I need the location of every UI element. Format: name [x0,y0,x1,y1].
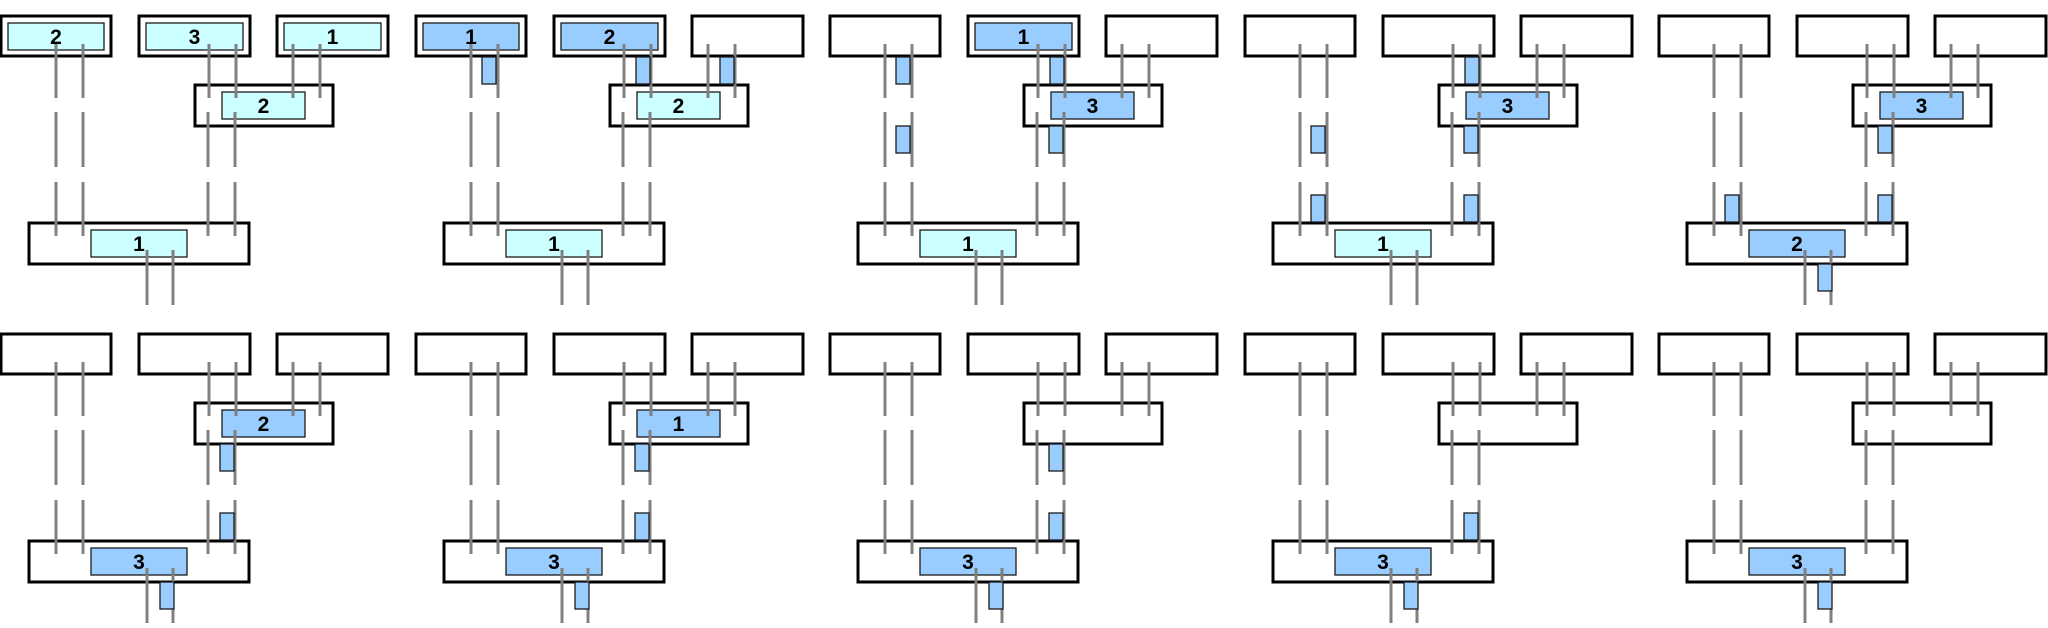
source-c-box [690,332,805,376]
flit-block [895,125,911,154]
source-c-box [690,14,805,58]
source-b-box [1381,14,1496,58]
packet-id-label: 3 [548,551,560,574]
packet-slot [1748,229,1846,258]
packet-id-label: 1 [673,413,685,436]
packet-slot [919,229,1017,258]
flit-block [634,443,650,472]
source-b-box [1795,14,1910,58]
source-b-box [966,332,1081,376]
flit-block [574,581,590,610]
flit-block [159,581,175,610]
flit-block [1463,194,1479,223]
source-b-box [1381,332,1496,376]
source-c-box [1933,332,2048,376]
flit-block [1048,443,1064,472]
packet-slot [145,22,244,51]
source-c-box [275,332,390,376]
snapshot-panel: 3 [1243,332,1634,623]
flit-block [1817,263,1833,292]
packet-slot [90,547,188,576]
router-mid-box [1022,401,1164,446]
source-c-box [1104,14,1219,58]
flit-block [1048,125,1064,154]
snapshot-panel: 31 [1243,14,1634,305]
packet-id-label: 3 [189,26,201,49]
packet-id-label: 3 [1377,551,1389,574]
packet-id-label: 2 [604,26,616,49]
packet-slot [1050,91,1135,120]
packet-id-label: 1 [548,233,560,256]
source-c-box [1104,332,1219,376]
router-mid-box [1437,401,1579,446]
packet-slot [283,22,382,51]
snapshot-panel: 3 [828,332,1219,623]
source-b-box [137,332,252,376]
flit-block [219,443,235,472]
source-b-box [1795,332,1910,376]
flit-block [1049,56,1065,85]
packet-slot [1334,547,1432,576]
packet-id-label: 2 [258,95,270,118]
snapshot-panel: 23 [0,332,390,623]
source-b-box [552,332,667,376]
source-c-box [1933,14,2048,58]
packet-id-label: 3 [1916,95,1928,118]
snapshot-panel: 2 3 1 2 1 [0,14,390,305]
packet-slot [1334,229,1432,258]
packet-slot [919,547,1017,576]
packet-slot [505,229,603,258]
packet-id-label: 2 [1791,233,1803,256]
flit-block [1724,194,1740,223]
packet-id-label: 3 [1502,95,1514,118]
flit-block [1877,125,1893,154]
flit-block [481,56,497,85]
packet-id-label: 1 [133,233,145,256]
source-a-box [828,332,942,376]
packet-id-label: 1 [465,26,477,49]
packet-id-label: 3 [133,551,145,574]
flit-block [635,56,651,85]
router-mid-box [1851,401,1993,446]
packet-id-label: 3 [962,551,974,574]
packet-slot [90,229,188,258]
flit-block [1877,194,1893,223]
packet-id-label: 1 [962,233,974,256]
packet-slot [560,22,659,51]
flit-block [634,512,650,541]
packet-id-label: 2 [258,413,270,436]
packet-slot [505,547,603,576]
flit-block [1403,581,1419,610]
flit-block [1310,194,1326,223]
flit-block [988,581,1004,610]
packet-id-label: 3 [1087,95,1099,118]
flit-block [1464,56,1480,85]
packet-id-label: 1 [1377,233,1389,256]
source-c-box [1519,14,1634,58]
flit-block [1463,512,1479,541]
packet-id-label: 2 [50,26,62,49]
snapshot-panel: 1 2 2 1 [414,14,805,305]
packet-slot [974,22,1073,51]
snapshot-panel: 32 [1657,14,2048,305]
packet-id-label: 1 [327,26,339,49]
source-c-box [1519,332,1634,376]
flit-block [1463,125,1479,154]
flit-block [1048,512,1064,541]
flit-block [1310,125,1326,154]
packet-id-label: 3 [1791,551,1803,574]
flit-block [895,56,911,85]
flit-block [1817,581,1833,610]
packet-slot [1748,547,1846,576]
packet-id-label: 1 [1018,26,1030,49]
snapshot-panel: 1 3 1 [828,14,1219,305]
snapshot-panel: 13 [414,332,805,623]
flit-block [719,56,735,85]
packet-id-label: 2 [673,95,685,118]
flit-block [219,512,235,541]
snapshot-panel: 3 [1657,332,2048,623]
